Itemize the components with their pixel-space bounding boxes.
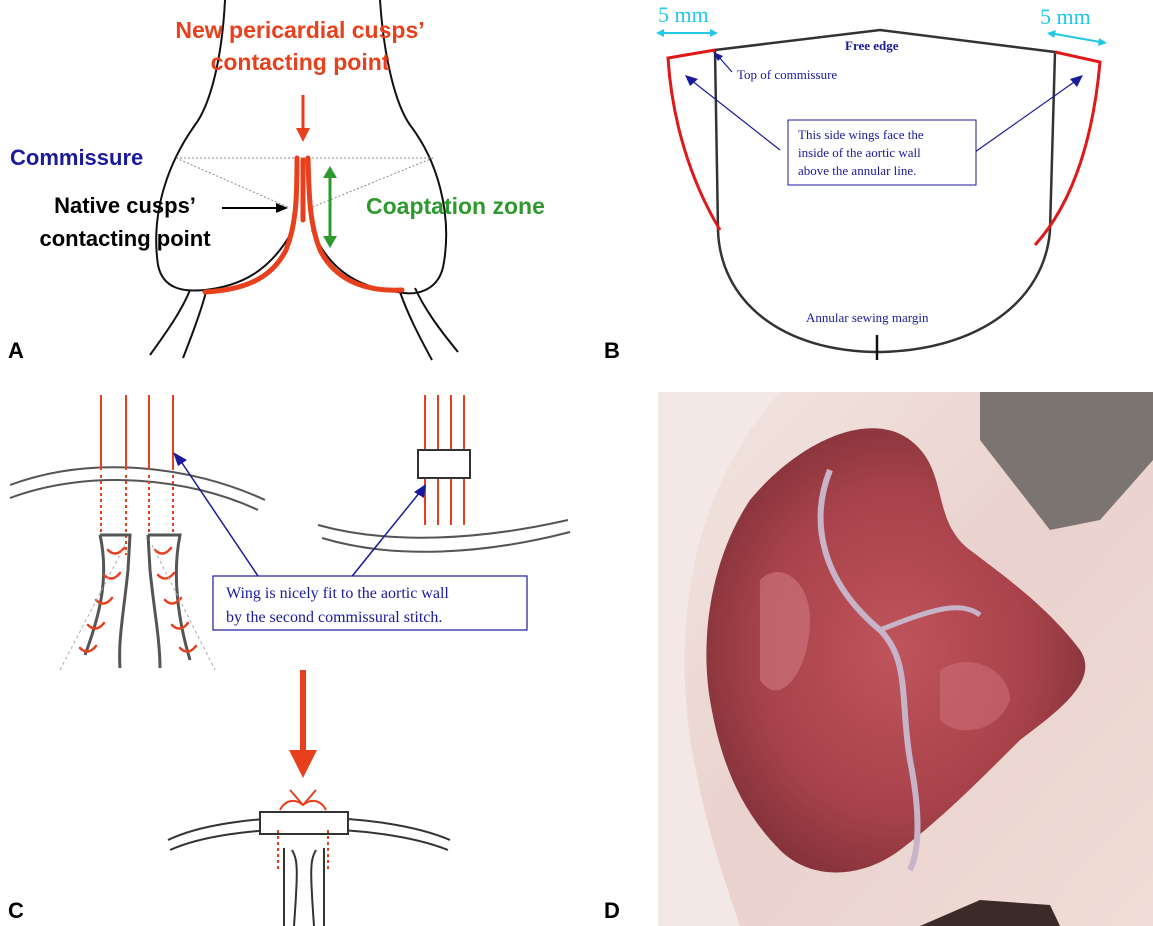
note-arrow-to-left-head [173, 452, 187, 466]
side-wing-note-line3: above the annular line. [798, 163, 916, 178]
right-width-arrow [1047, 30, 1107, 46]
panel-d-photo: D [580, 380, 1153, 926]
new-point-label-line2: contacting point [211, 49, 390, 75]
right-side-wing [1035, 52, 1100, 245]
commissure-label: Commissure [10, 145, 143, 170]
note-arrow-right [975, 80, 1077, 152]
native-point-label-line2: contacting point [39, 226, 211, 251]
side-wing-note-line1: This side wings face the [798, 127, 924, 142]
panel-b-diagram: 5 mm 5 mm Free edge Top of commissure Th… [580, 0, 1153, 370]
note-arrow-left [691, 80, 780, 150]
sewing-margin-label: Annular sewing margin [806, 310, 929, 325]
panel-c-label: C [8, 898, 24, 923]
free-edge-label: Free edge [845, 38, 899, 53]
panel-a-diagram: New pericardial cusps’ contacting point … [0, 0, 580, 370]
new-point-label-line1: New pericardial cusps’ [175, 17, 424, 43]
coaptation-zone-arrow [323, 166, 337, 248]
aortic-wall-right [318, 520, 570, 552]
right-width-label: 5 mm [1040, 4, 1091, 29]
result-felt-pledget [260, 812, 348, 834]
aortic-wall-left [10, 467, 265, 510]
note-arrow-to-left [180, 460, 262, 582]
left-leaflet-pair [85, 535, 190, 668]
left-width-label: 5 mm [658, 2, 709, 27]
side-wing-note-line2: inside of the aortic wall [798, 145, 921, 160]
panel-c-diagram: Wing is nicely fit to the aortic wall by… [0, 380, 640, 926]
commissural-sutures-left [101, 395, 173, 555]
wing-fit-note-line2: by the second commissural stitch. [226, 609, 442, 626]
note-arrow-to-right-head [414, 484, 426, 498]
panel-a-label: A [8, 338, 24, 363]
panel-d-label: D [604, 898, 620, 923]
left-width-arrow [656, 29, 718, 37]
coaptation-label: Coaptation zone [366, 193, 545, 219]
right-felt-pledget [418, 450, 470, 478]
result-leaflets [284, 848, 324, 926]
top-commissure-label: Top of commissure [737, 67, 837, 82]
left-side-wing [668, 50, 720, 230]
wing-fit-note-line1: Wing is nicely fit to the aortic wall [226, 585, 449, 602]
native-point-label-line1: Native cusps’ [54, 193, 196, 218]
new-pericardial-cusps [205, 158, 402, 292]
panel-b-label: B [604, 338, 620, 363]
note-arrow-right-head [1070, 75, 1083, 87]
result-arrow-head [289, 750, 317, 778]
contact-point-arrow [296, 95, 310, 142]
native-point-arrow [222, 203, 288, 213]
left-stitches [80, 548, 196, 652]
